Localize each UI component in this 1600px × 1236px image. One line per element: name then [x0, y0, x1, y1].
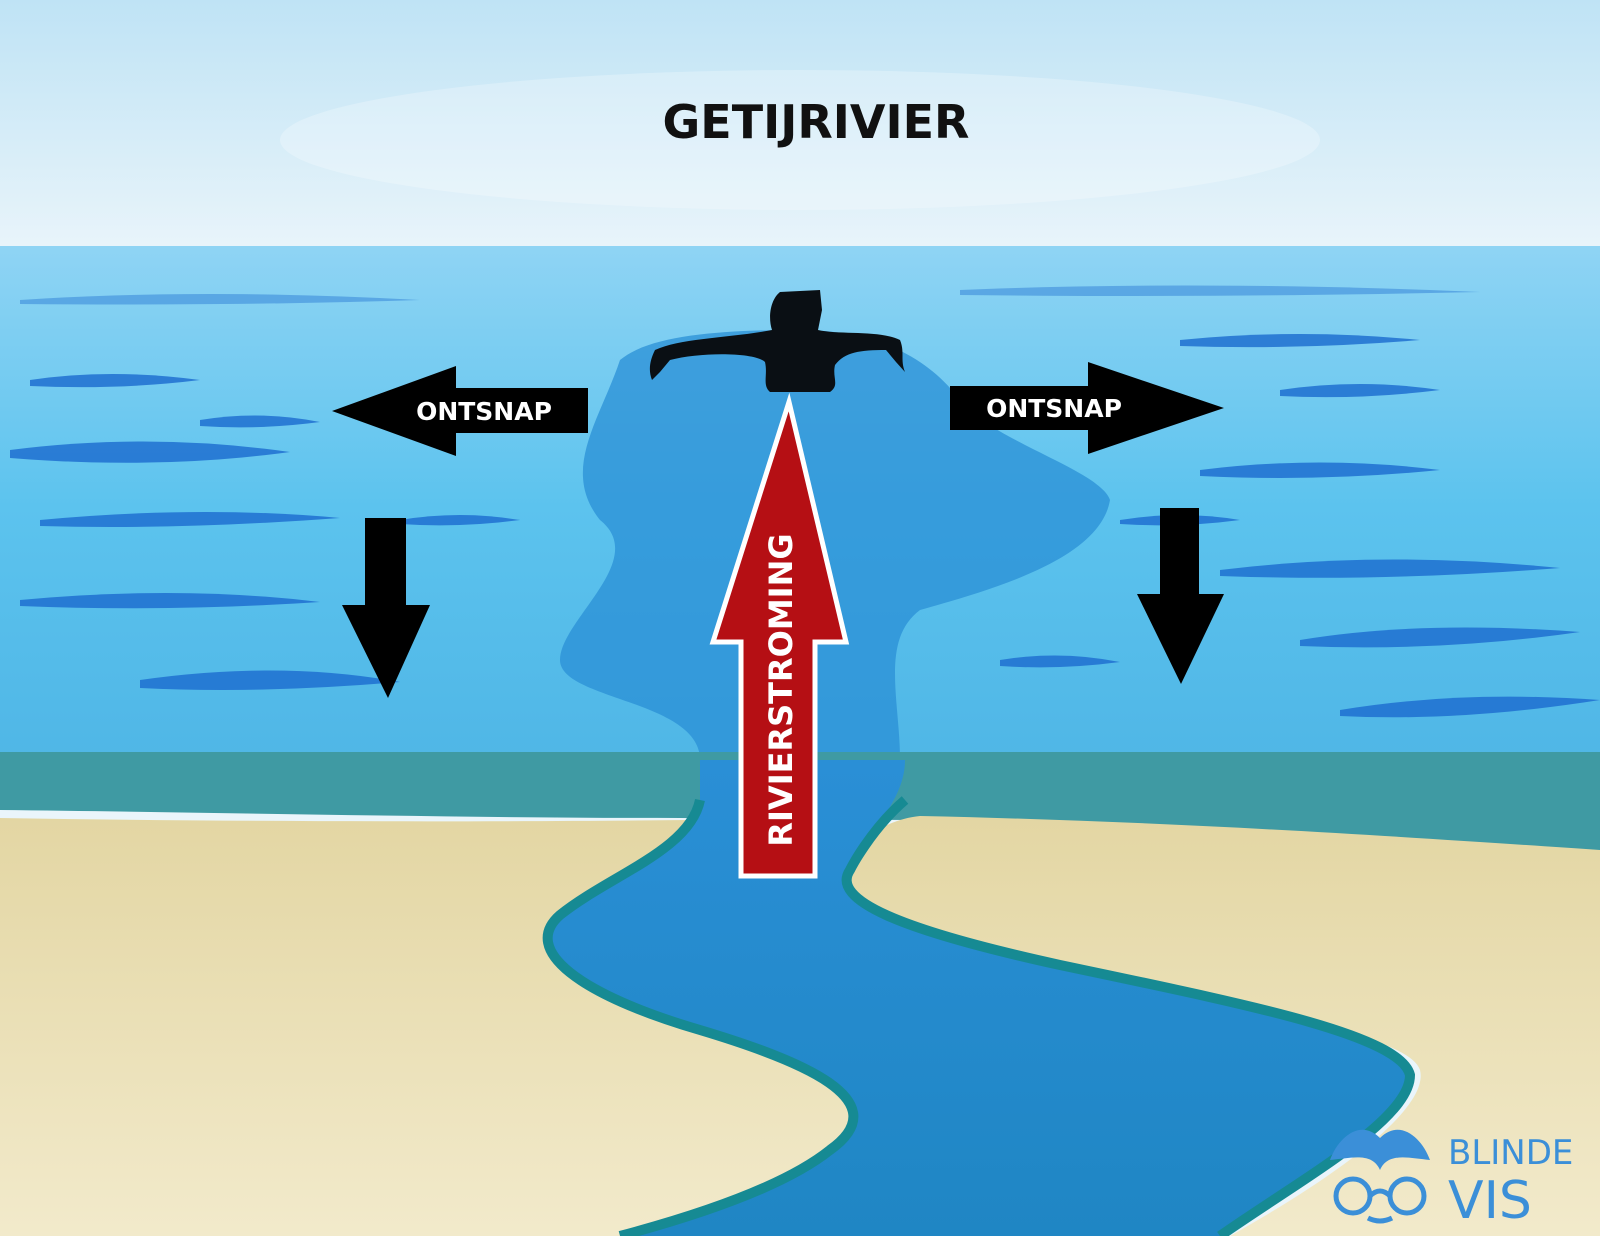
cloud-band	[280, 70, 1320, 210]
rip-current-arrow: RIVIERSTROMING	[709, 392, 850, 879]
river-channel-edge	[542, 798, 859, 1236]
river-channel-edge-right	[841, 796, 1416, 1236]
escape-arrow-left: ONTSNAP	[332, 366, 588, 456]
escape-arrow-right: ONTSNAP	[950, 362, 1224, 454]
escape-left-label: ONTSNAP	[416, 397, 552, 426]
rip-current-plume	[560, 330, 1110, 760]
diagram-title: GETIJRIVIER	[663, 95, 970, 149]
beach-sand-right	[840, 816, 1600, 1236]
logo-line1: BLINDE	[1448, 1133, 1573, 1173]
blinde-vis-logo: BLINDE VIS	[1330, 1129, 1573, 1231]
logo-line2: VIS	[1448, 1171, 1532, 1231]
fish-tail-glasses-icon	[1330, 1129, 1430, 1224]
river-channel	[547, 760, 1410, 1236]
escape-right-label: ONTSNAP	[986, 394, 1122, 423]
wave-streaks	[10, 285, 1600, 718]
down-arrow-left	[342, 518, 430, 698]
swimmer-silhouette	[649, 290, 905, 392]
sky	[0, 0, 1600, 246]
beach-sand	[0, 818, 861, 1236]
down-arrow-right	[1137, 508, 1224, 684]
current-label: RIVIERSTROMING	[762, 533, 800, 846]
